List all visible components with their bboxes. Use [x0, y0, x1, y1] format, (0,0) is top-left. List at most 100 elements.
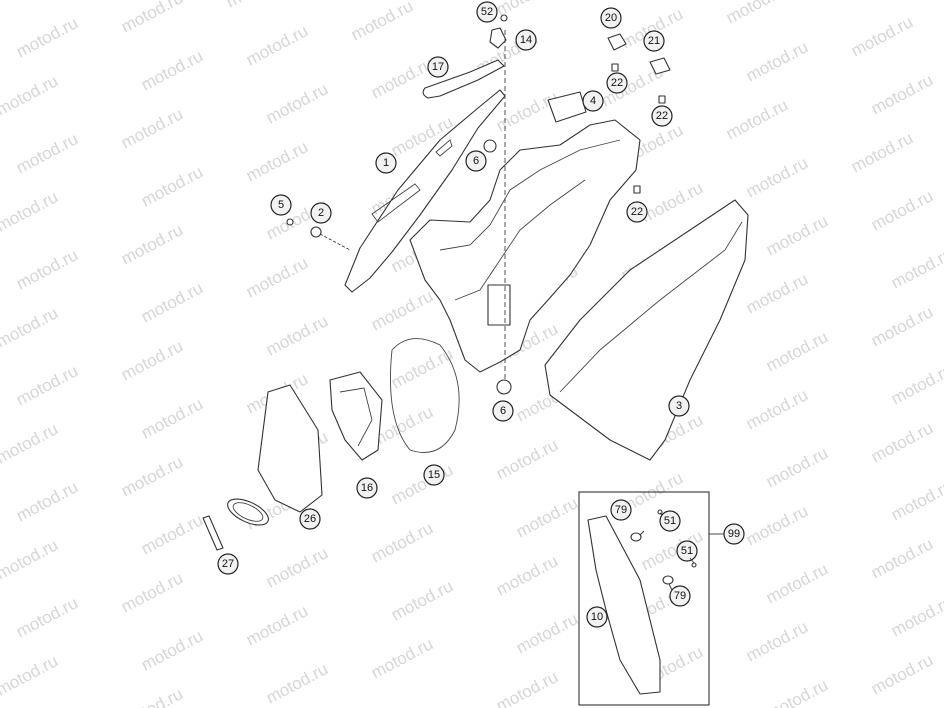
- callout-79-a: 79: [610, 499, 632, 521]
- watermark-text: motod.ru: [388, 576, 456, 624]
- svg-text:3: 3: [676, 400, 682, 412]
- watermark-text: motod.ru: [743, 385, 811, 433]
- watermark-text: motod.ru: [868, 418, 936, 466]
- svg-text:52: 52: [481, 6, 493, 18]
- filter-neck: [487, 284, 511, 326]
- watermark-text: motod.ru: [13, 593, 81, 641]
- watermark-text: motod.ru: [243, 137, 311, 185]
- svg-text:20: 20: [605, 12, 617, 24]
- watermark-text: motod.ru: [13, 245, 81, 293]
- callout-21: 21: [643, 30, 665, 52]
- filter-cage-detail: [339, 387, 373, 447]
- grommet-79-b: [662, 575, 674, 585]
- callout-14: 14: [515, 29, 537, 51]
- watermark-text: motod.ru: [118, 0, 186, 37]
- watermark-text: motod.ru: [118, 104, 186, 152]
- filter-cage: [329, 371, 383, 461]
- svg-text:4: 4: [590, 95, 596, 107]
- svg-text:1: 1: [383, 157, 389, 169]
- svg-text:22: 22: [656, 110, 668, 122]
- watermark-text: motod.ru: [888, 244, 944, 292]
- watermark-text: motod.ru: [263, 311, 331, 359]
- svg-text:15: 15: [428, 469, 440, 481]
- clip-20: [607, 33, 627, 51]
- svg-text:16: 16: [361, 482, 373, 494]
- watermark-text: motod.ru: [138, 510, 206, 558]
- tank-inner-line: [439, 139, 621, 251]
- svg-text:99: 99: [728, 528, 740, 540]
- callout-1: 1: [375, 152, 397, 174]
- watermark-text: motod.ru: [0, 187, 61, 235]
- callout-3: 3: [668, 395, 690, 417]
- intake-boot-ring: [227, 498, 269, 526]
- watermark-text: motod.ru: [868, 302, 936, 350]
- tank-inner-line-2: [454, 179, 586, 301]
- watermark-text: motod.ru: [743, 501, 811, 549]
- watermark-text: motod.ru: [868, 70, 936, 118]
- svg-text:22: 22: [631, 206, 643, 218]
- watermark-text: motod.ru: [118, 336, 186, 384]
- watermark-text: motod.ru: [13, 129, 81, 177]
- watermark-text: motod.ru: [0, 535, 61, 583]
- watermark-text: motod.ru: [0, 419, 61, 467]
- side-cover-right-edge: [559, 221, 743, 393]
- watermark-text: motod.ru: [13, 361, 81, 409]
- side-cover-kit-panel: [587, 515, 661, 695]
- watermark-text: motod.ru: [868, 0, 936, 3]
- watermark-text: motod.ru: [388, 460, 456, 508]
- watermark-text: motod.ru: [263, 659, 331, 707]
- watermark-text: motod.ru: [0, 651, 61, 699]
- screw-51-a: [657, 509, 663, 515]
- watermark-text: motod.ru: [118, 568, 186, 616]
- grommet-6-upper: [483, 139, 497, 153]
- intake-boot: [257, 384, 323, 513]
- screw-51-b: [691, 562, 697, 568]
- callout-22-c: 22: [626, 201, 648, 223]
- watermark-text: motod.ru: [348, 0, 416, 45]
- watermark-text: motod.ru: [223, 0, 291, 12]
- callout-layer: 52 14 20 21 17 22 22 22 4 1 6 5 2 3 6 15…: [217, 1, 745, 628]
- watermark-text: motod.ru: [743, 269, 811, 317]
- intake-snorkel: [422, 59, 505, 99]
- watermark-text: motod.ru: [263, 79, 331, 127]
- watermark-text: motod.ru: [118, 220, 186, 268]
- screw-52: [500, 14, 508, 22]
- watermark-text: motod.ru: [0, 0, 61, 4]
- watermark-text: motod.ru: [743, 617, 811, 665]
- svg-text:2: 2: [318, 207, 324, 219]
- callout-6-upper: 6: [465, 150, 487, 172]
- callout-15: 15: [423, 464, 445, 486]
- intake-boot-ring-inner: [232, 502, 264, 522]
- nut-22-c: [633, 185, 641, 194]
- watermark-text: motod.ru: [0, 71, 61, 119]
- callout-22-a: 22: [606, 72, 628, 94]
- watermark-text: motod.ru: [888, 360, 944, 408]
- callout-4: 4: [582, 90, 604, 112]
- nut-22-a: [611, 63, 619, 72]
- watermark-text: motod.ru: [763, 675, 831, 708]
- watermark-text: motod.ru: [263, 543, 331, 591]
- svg-text:14: 14: [520, 34, 532, 46]
- callout-2: 2: [310, 202, 332, 224]
- watermark-text: motod.ru: [243, 21, 311, 69]
- watermark-text: motod.ru: [513, 493, 581, 541]
- svg-text:17: 17: [432, 61, 444, 73]
- watermark-text: motod.ru: [243, 601, 311, 649]
- fuel-tank-frame: [409, 119, 641, 373]
- watermark-text: motod.ru: [868, 650, 936, 698]
- callout-10: 10: [586, 606, 608, 628]
- clip-21: [649, 57, 671, 75]
- leader-lines: [639, 512, 724, 591]
- watermark-text: motod.ru: [368, 634, 436, 682]
- watermark-text: motod.ru: [243, 253, 311, 301]
- watermark-text: motod.ru: [848, 12, 916, 60]
- watermark-text: motod.ru: [13, 477, 81, 525]
- watermark-text: motod.ru: [138, 626, 206, 674]
- grommet-6-lower: [496, 379, 512, 395]
- side-cover-right: [544, 199, 749, 461]
- watermark-text: motod.ru: [743, 153, 811, 201]
- watermark-text: motod.ru: [868, 534, 936, 582]
- callout-27: 27: [217, 553, 239, 575]
- svg-text:22: 22: [611, 77, 623, 89]
- watermark-text: motod.ru: [638, 178, 706, 226]
